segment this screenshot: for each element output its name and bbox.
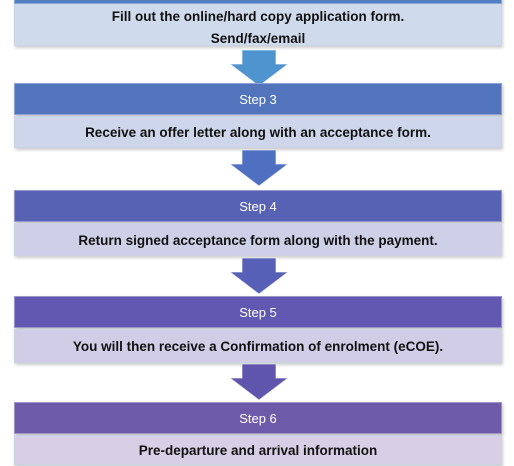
step-3-body: Receive an offer letter along with an ac… xyxy=(14,116,502,148)
down-arrow-shape xyxy=(230,364,288,400)
step-6-header: Step 6 xyxy=(14,402,502,434)
step-5-header: Step 5 xyxy=(14,296,502,328)
step-6-header-label: Step 6 xyxy=(239,411,277,426)
step-4-body: Return signed acceptance form along with… xyxy=(14,223,502,256)
down-arrow-icon xyxy=(230,150,288,186)
down-arrow-shape xyxy=(230,258,288,294)
step-5-header-label: Step 5 xyxy=(239,305,277,320)
step-2-text-line-1: Fill out the online/hard copy applicatio… xyxy=(111,9,405,24)
down-arrow-icon xyxy=(230,50,288,86)
step-2-body: Fill out the online/hard copy applicatio… xyxy=(14,4,502,46)
process-flowchart: Fill out the online/hard copy applicatio… xyxy=(14,0,502,465)
down-arrow-icon xyxy=(230,364,288,400)
step-4-header-label: Step 4 xyxy=(239,199,277,214)
down-arrow-icon xyxy=(230,258,288,294)
step-4-header: Step 4 xyxy=(14,190,502,222)
step-5-body: You will then receive a Confirmation of … xyxy=(14,329,502,363)
step-3-header-label: Step 3 xyxy=(239,92,277,107)
step-2-text-line-2: Send/fax/email xyxy=(210,31,306,46)
down-arrow-shape xyxy=(230,50,288,86)
step-4-text: Return signed acceptance form along with… xyxy=(78,233,438,248)
step-3-text: Receive an offer letter along with an ac… xyxy=(85,125,431,140)
step-2-header xyxy=(14,0,502,4)
down-arrow-shape xyxy=(230,150,288,186)
step-6-text: Pre-departure and arrival information xyxy=(138,443,378,458)
step-5-text: You will then receive a Confirmation of … xyxy=(72,339,444,354)
step-3-header: Step 3 xyxy=(14,83,502,115)
step-6-body: Pre-departure and arrival information xyxy=(14,435,502,465)
